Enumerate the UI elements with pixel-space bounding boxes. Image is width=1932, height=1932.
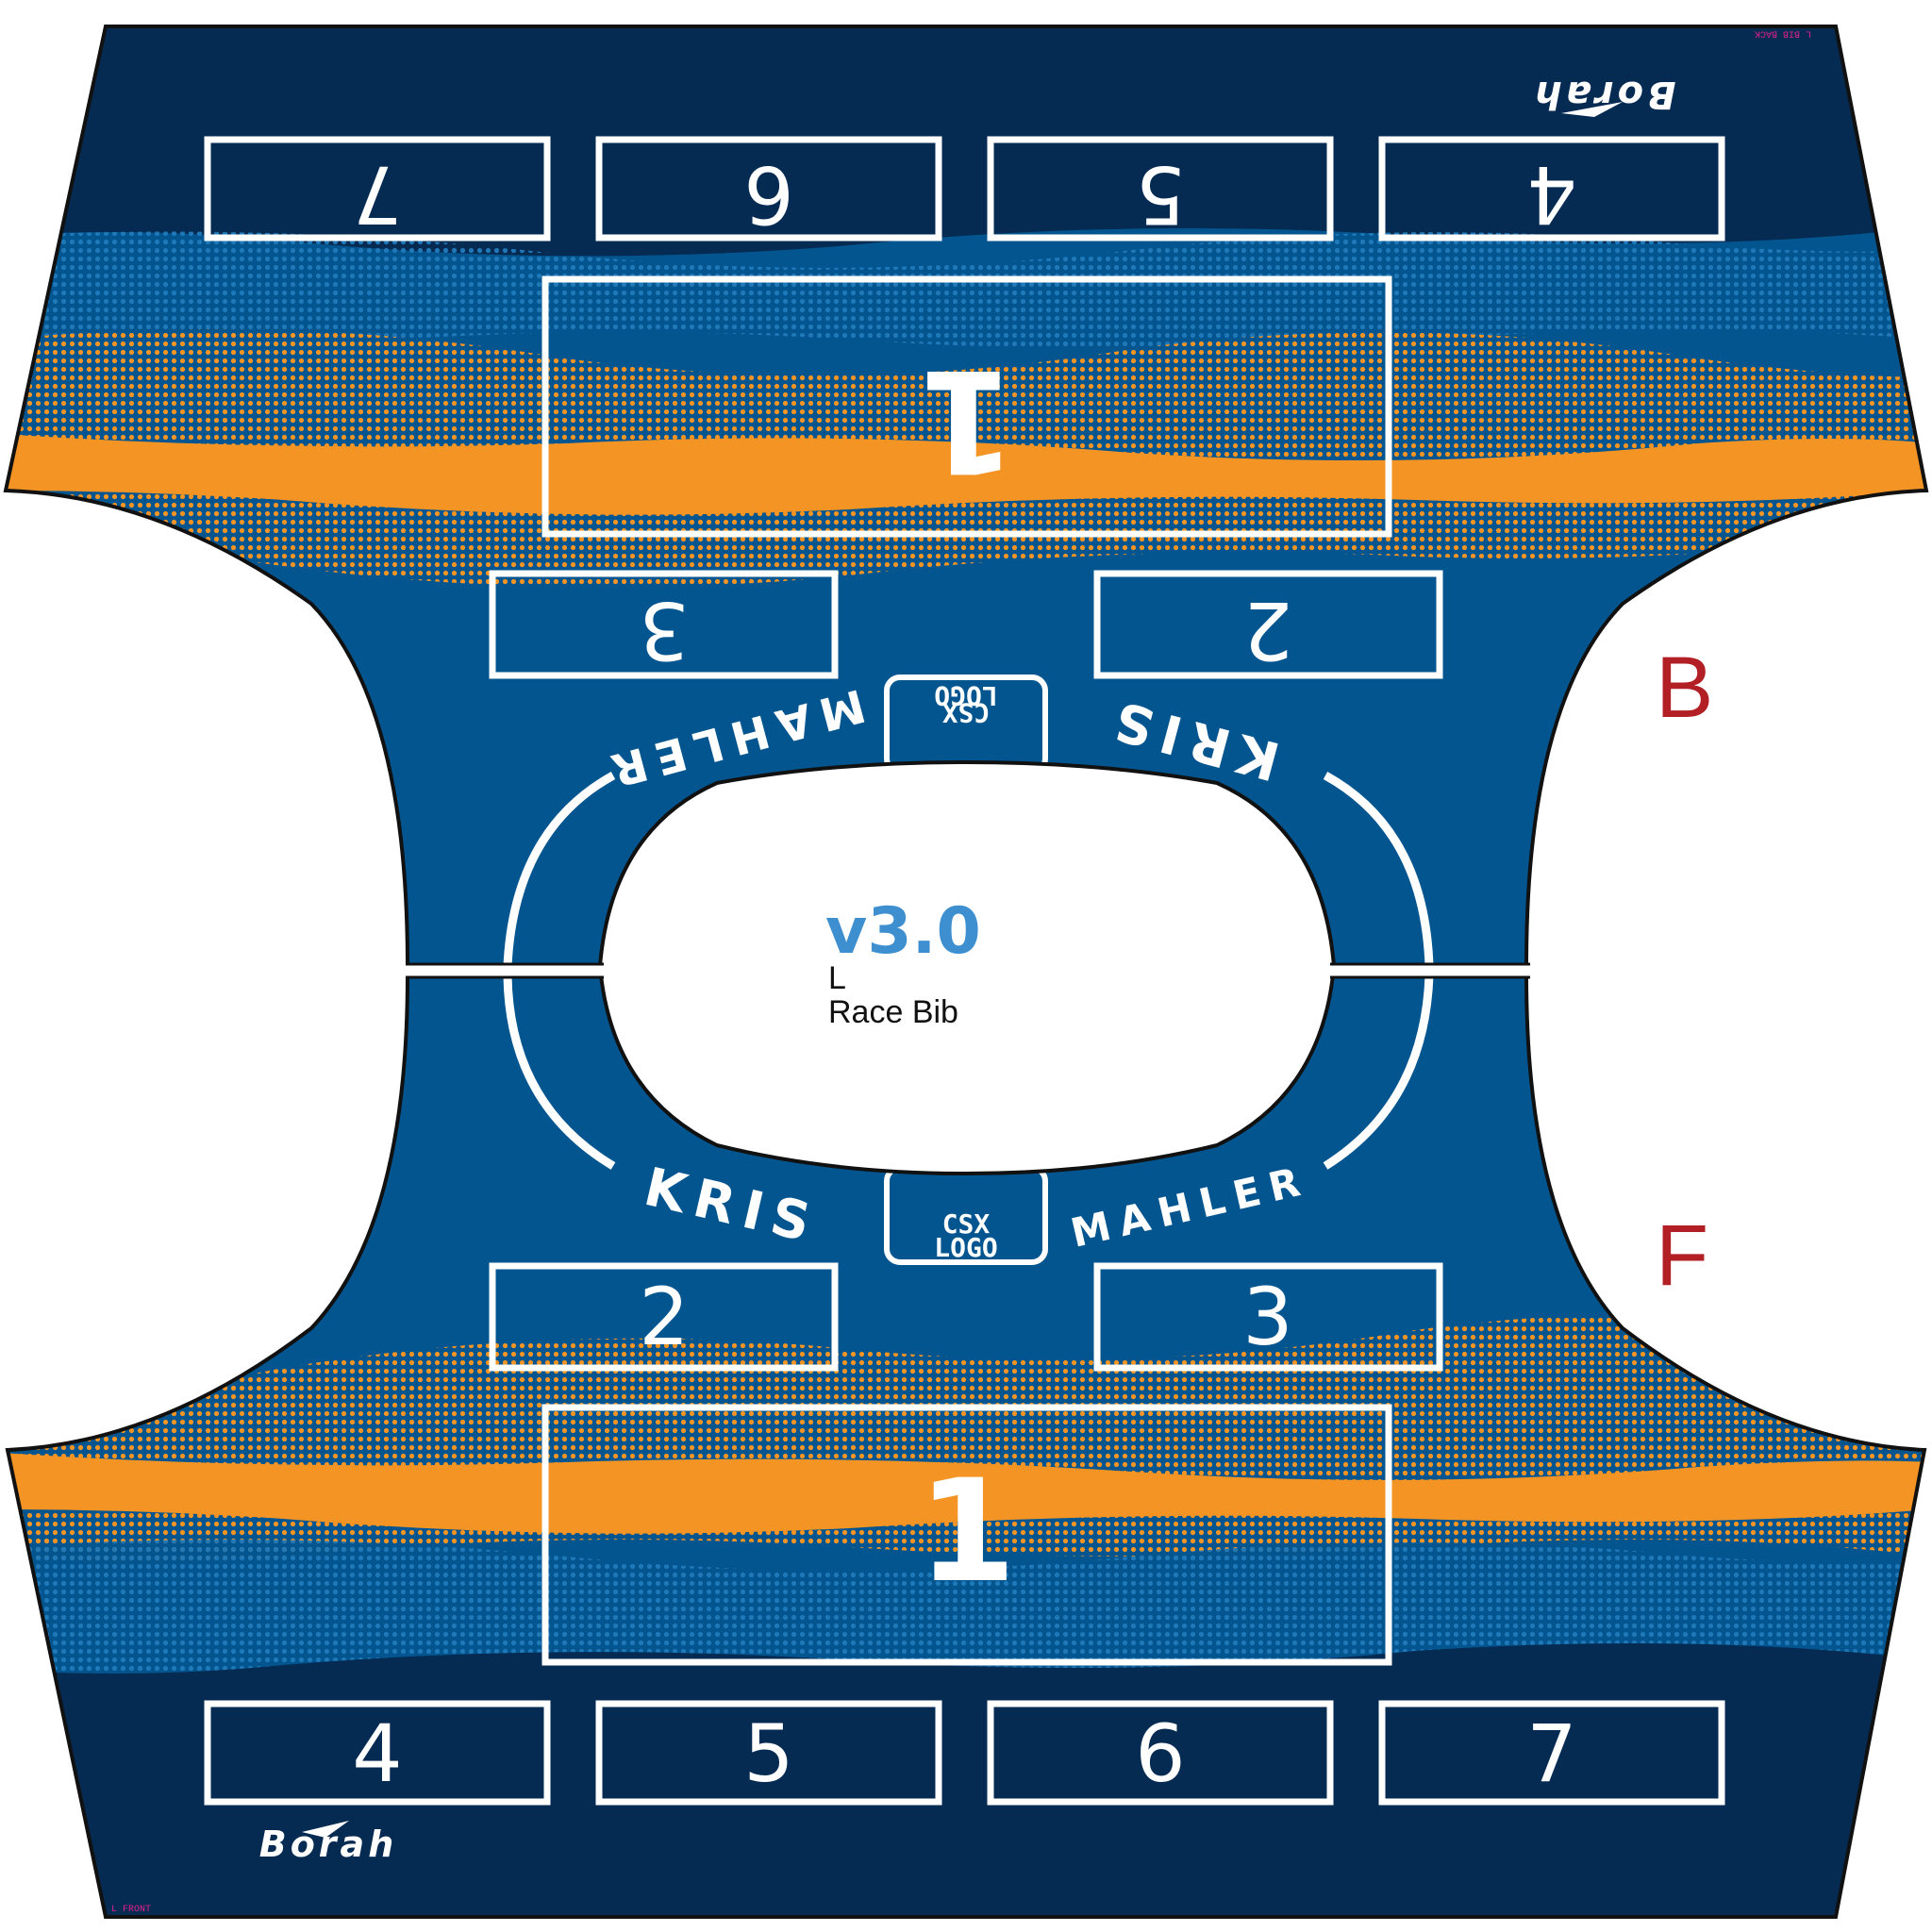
back-panel-tag: L BIB BACK — [1755, 27, 1811, 38]
back-number-box-4 — [1378, 136, 1725, 242]
back-logo-line2: LOGO — [934, 680, 997, 711]
back-number-6: 6 — [743, 148, 793, 241]
back-number-box-3 — [489, 570, 839, 679]
front-brand-logo: Borah — [259, 1824, 398, 1865]
front-panel-tag: L FRONT — [111, 1905, 151, 1915]
front-number-box-3 — [1093, 1262, 1443, 1372]
front-main-number: 1 — [918, 1450, 1016, 1614]
back-main-number-box — [541, 275, 1392, 538]
back-number-box-5 — [987, 136, 1334, 242]
front-number-5: 5 — [743, 1707, 793, 1800]
front-brand-mark — [302, 1821, 349, 1838]
back-brand-mark — [1561, 102, 1623, 117]
front-number-box-6 — [987, 1700, 1334, 1806]
front-logo-line1: CSX — [942, 1208, 991, 1240]
front-main-number-box — [541, 1404, 1392, 1666]
back-number-box-2 — [1093, 570, 1443, 679]
back-ring-arc-left — [503, 772, 616, 967]
side-label-front: F — [1656, 1208, 1708, 1304]
version-label: v3.0 — [825, 894, 981, 969]
back-number-box-7 — [204, 136, 551, 242]
back-number-5: 5 — [1135, 148, 1185, 241]
front-number-6: 6 — [1135, 1707, 1185, 1800]
front-number-box-5 — [595, 1700, 942, 1806]
back-ring-arc-right — [1323, 772, 1434, 967]
back-main-number: 1 — [918, 338, 1016, 502]
front-ring-arc-left — [503, 974, 616, 1170]
front-number-box-4 — [204, 1700, 551, 1806]
front-ring-arc-right — [1323, 974, 1434, 1170]
size-label: L — [828, 960, 846, 996]
front-number-box-2 — [489, 1262, 839, 1372]
back-logo-line1: CSX — [942, 697, 991, 728]
front-number-box-7 — [1378, 1700, 1725, 1806]
product-label: Race Bib — [828, 994, 958, 1030]
back-number-7: 7 — [352, 148, 402, 241]
back-number-box-6 — [595, 136, 942, 242]
back-small-number-boxes: 7 6 5 4 — [204, 136, 1725, 242]
front-number-7: 7 — [1526, 1707, 1576, 1800]
front-number-3: 3 — [1242, 1271, 1292, 1363]
front-number-4: 4 — [352, 1707, 402, 1800]
front-number-2: 2 — [639, 1271, 689, 1363]
back-number-2: 2 — [1242, 584, 1292, 676]
back-number-4: 4 — [1526, 148, 1576, 241]
side-label-back: B — [1656, 640, 1713, 736]
front-logo-line2: LOGO — [934, 1232, 997, 1263]
back-number-3: 3 — [639, 584, 689, 676]
front-small-number-boxes: 4 5 6 7 — [204, 1700, 1725, 1806]
